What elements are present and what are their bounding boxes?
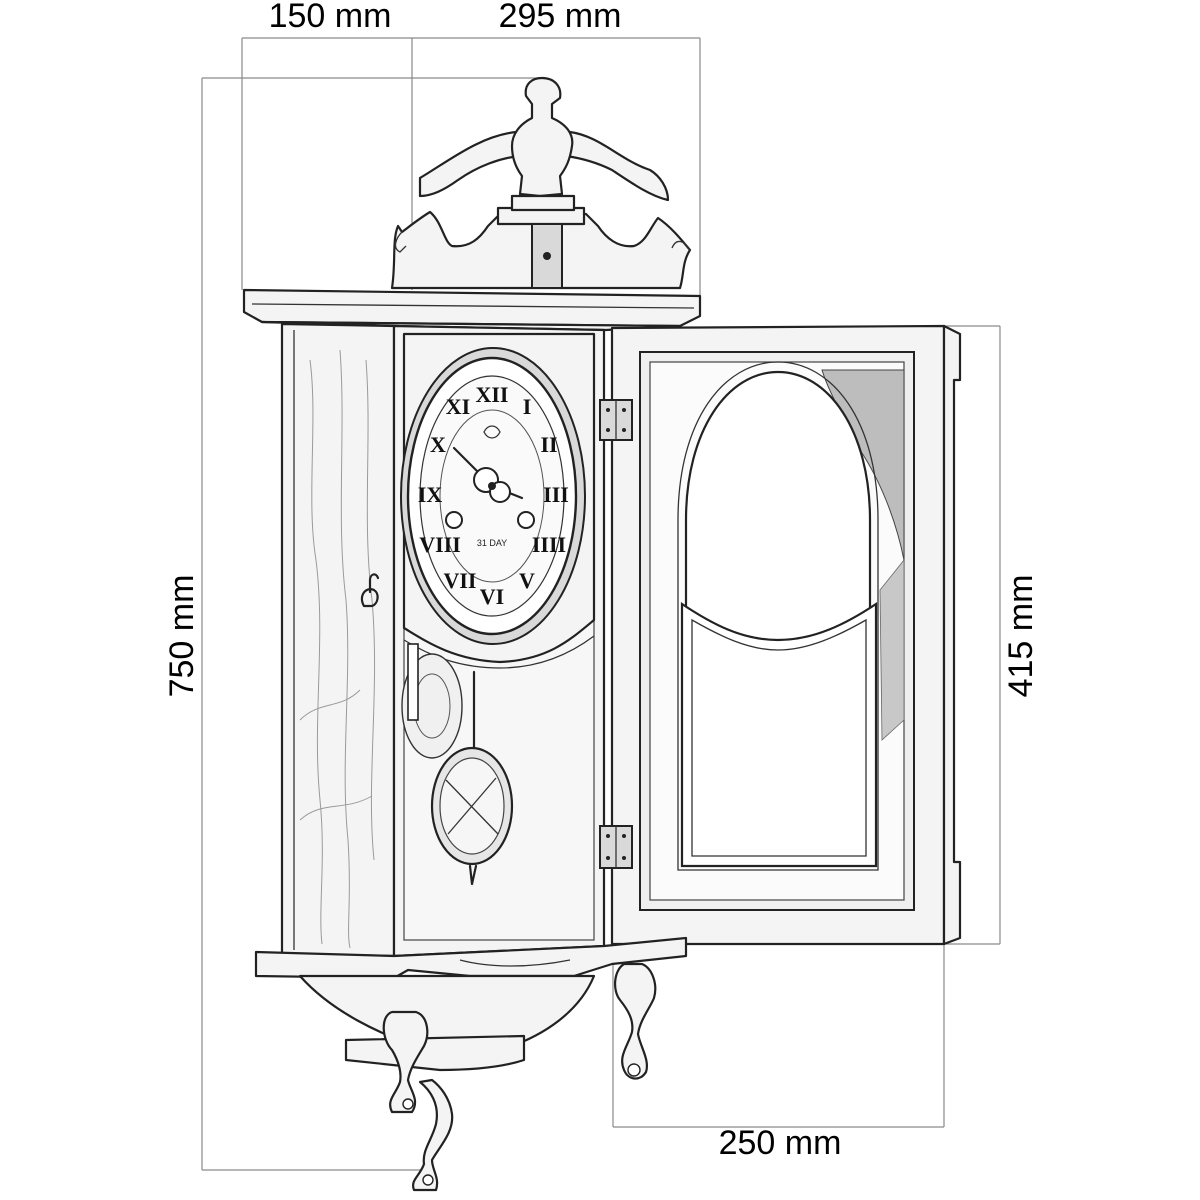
- numeral-7: VII: [443, 568, 476, 593]
- numeral-1: I: [523, 394, 532, 419]
- depth-dimension-label: 150 mm: [269, 0, 392, 35]
- width-dimension-label: 295 mm: [499, 0, 622, 35]
- numeral-9: IX: [418, 482, 443, 507]
- numeral-4: IIII: [532, 532, 566, 557]
- numeral-2: II: [540, 432, 557, 457]
- roman-numerals: XII I II III IIII V VI VII VIII IX X XI: [418, 382, 569, 609]
- numeral-5: V: [519, 568, 535, 593]
- height-dimension-label: 750 mm: [163, 575, 201, 698]
- hinge-icon-lower: [599, 825, 633, 869]
- door-height-dimension-label: 415 mm: [1002, 575, 1040, 698]
- finial-icon: [496, 76, 586, 289]
- cornice: [242, 288, 702, 332]
- dimension-lines: [201, 37, 1001, 1171]
- pendulum: [401, 643, 514, 886]
- case-side-panel: [280, 322, 396, 958]
- case-base: [254, 936, 688, 1072]
- numeral-8: VIII: [419, 532, 461, 557]
- dial-maker-mark: 31 DAY: [477, 538, 507, 548]
- numeral-3: III: [543, 482, 569, 507]
- numeral-10: X: [430, 432, 446, 457]
- numeral-6: VI: [480, 584, 504, 609]
- door-width-dimension-label: 250 mm: [719, 1124, 842, 1162]
- numeral-12: XII: [475, 382, 508, 407]
- finial-foot-right: [614, 962, 657, 1080]
- numeral-11: XI: [446, 394, 470, 419]
- open-door: [610, 324, 962, 946]
- key-icon: [360, 573, 380, 608]
- finial-foot-left: [382, 1010, 454, 1192]
- clock-hands: [445, 425, 535, 529]
- hinge-icon-upper: [599, 399, 633, 441]
